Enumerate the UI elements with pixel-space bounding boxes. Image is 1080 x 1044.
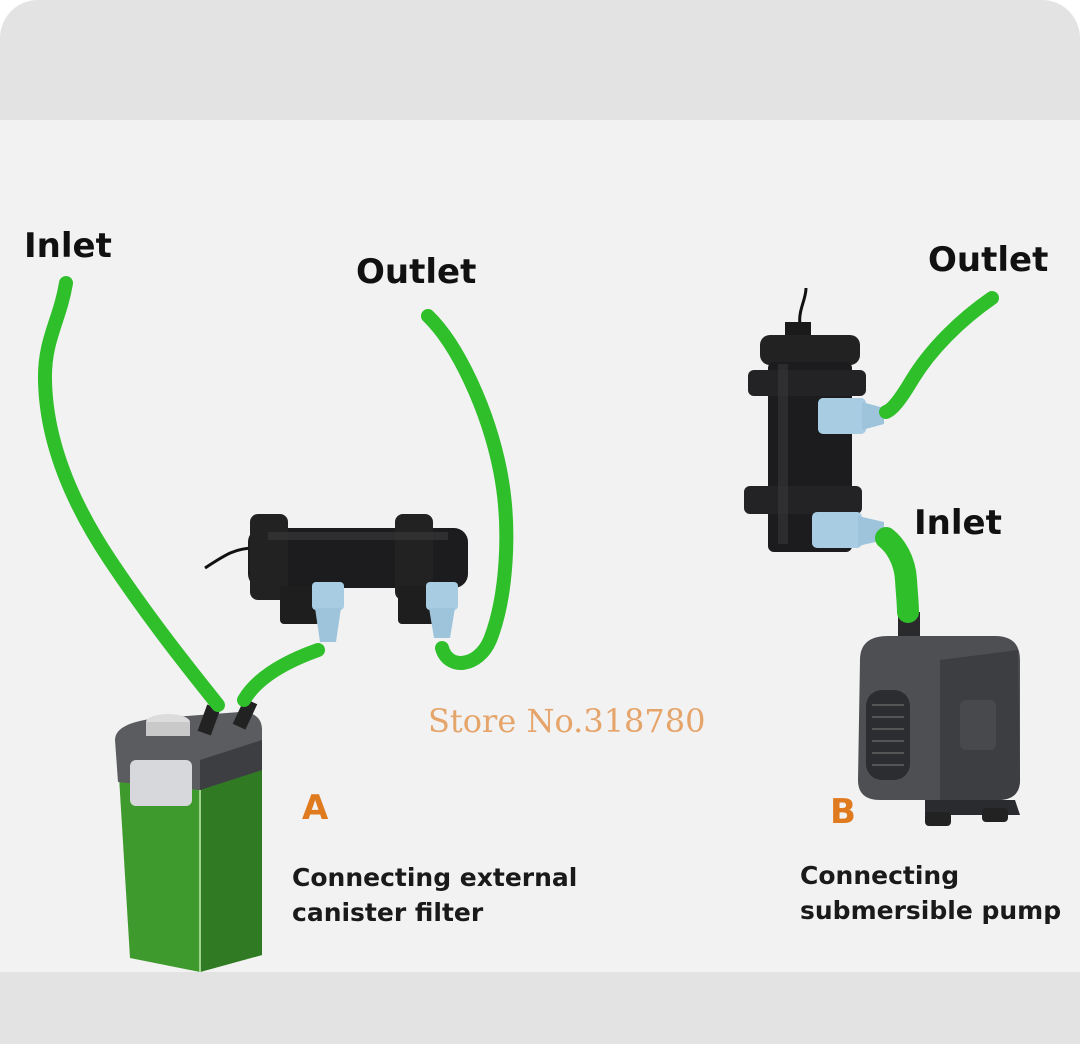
label-inlet-a: Inlet xyxy=(24,226,112,266)
hose-outlet-b xyxy=(879,291,999,419)
submersible-pump xyxy=(858,612,1020,826)
label-letter-b: B xyxy=(830,792,856,832)
canister-filter xyxy=(115,698,262,972)
uv-sterilizer-b xyxy=(744,287,884,552)
caption-a: Connecting external canister filter xyxy=(292,860,577,930)
label-inlet-b: Inlet xyxy=(914,503,1002,543)
uv-sterilizer-a xyxy=(204,514,468,642)
card-footer xyxy=(0,972,1080,1044)
caption-b-line1: Connecting xyxy=(800,861,960,890)
hose-filter-to-uv xyxy=(237,643,325,707)
label-outlet-b: Outlet xyxy=(928,240,1049,280)
caption-b: Connecting submersible pump xyxy=(800,858,1061,928)
caption-a-line1: Connecting external xyxy=(292,863,578,892)
card-header xyxy=(0,0,1080,120)
label-outlet-a: Outlet xyxy=(356,252,477,292)
hose-inlet-b xyxy=(875,527,919,623)
caption-a-line2: canister filter xyxy=(292,898,484,927)
store-watermark: Store No.318780 xyxy=(428,702,706,740)
caption-b-line2: submersible pump xyxy=(800,896,1062,925)
label-letter-a: A xyxy=(302,788,329,828)
hose-outlet-a xyxy=(421,309,514,670)
hose-inlet-a xyxy=(37,276,225,712)
